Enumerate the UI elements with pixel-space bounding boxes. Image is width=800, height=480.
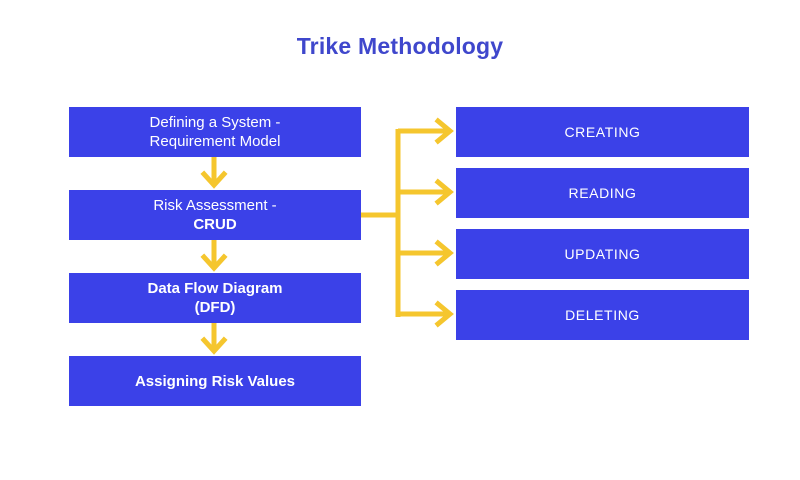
- arrow-branch-deleting: [398, 300, 454, 328]
- arrow-branch-reading: [398, 178, 454, 206]
- crud-box-creating[interactable]: CREATING: [456, 107, 749, 157]
- crud-box-label: DELETING: [565, 306, 640, 323]
- stage-box-label: Assigning Risk Values: [135, 372, 295, 391]
- stage-box-label: Defining a System - Requirement Model: [150, 113, 281, 151]
- stage-label-line1: Risk Assessment -: [153, 197, 277, 214]
- arrow-stage-0-to-stage-1: [200, 157, 228, 189]
- stage-label-line2: Requirement Model: [149, 133, 281, 150]
- crud-box-reading[interactable]: READING: [456, 168, 749, 218]
- crud-box-label: CREATING: [564, 123, 641, 140]
- stage-label-line2: CRUD: [193, 216, 237, 233]
- stage-box-defining-a-system[interactable]: Defining a System - Requirement Model: [69, 107, 361, 157]
- arrow-stage-1-to-stage-2: [200, 240, 228, 272]
- stage-box-label: Risk Assessment - CRUD: [153, 196, 276, 234]
- stage-label-line1: Assigning Risk Values: [134, 372, 296, 390]
- stage-label-line2: (DFD): [194, 299, 236, 316]
- arrow-branch-updating: [398, 239, 454, 267]
- crud-box-label: READING: [568, 184, 637, 201]
- stage-label-line1: Defining a System -: [149, 114, 281, 131]
- stage-box-label: Data Flow Diagram (DFD): [147, 279, 282, 317]
- crud-box-updating[interactable]: UPDATING: [456, 229, 749, 279]
- page-title: Trike Methodology: [296, 33, 504, 59]
- stage-box-assigning-risk-values[interactable]: Assigning Risk Values: [69, 356, 361, 406]
- stage-box-data-flow-diagram[interactable]: Data Flow Diagram (DFD): [69, 273, 361, 323]
- crud-box-deleting[interactable]: DELETING: [456, 290, 749, 340]
- arrow-branch-creating: [398, 117, 454, 145]
- stage-box-risk-assessment-crud[interactable]: Risk Assessment - CRUD: [69, 190, 361, 240]
- arrow-stage-2-to-stage-3: [200, 323, 228, 355]
- stage-label-line1: Data Flow Diagram: [147, 280, 283, 297]
- crud-box-label: UPDATING: [564, 245, 641, 262]
